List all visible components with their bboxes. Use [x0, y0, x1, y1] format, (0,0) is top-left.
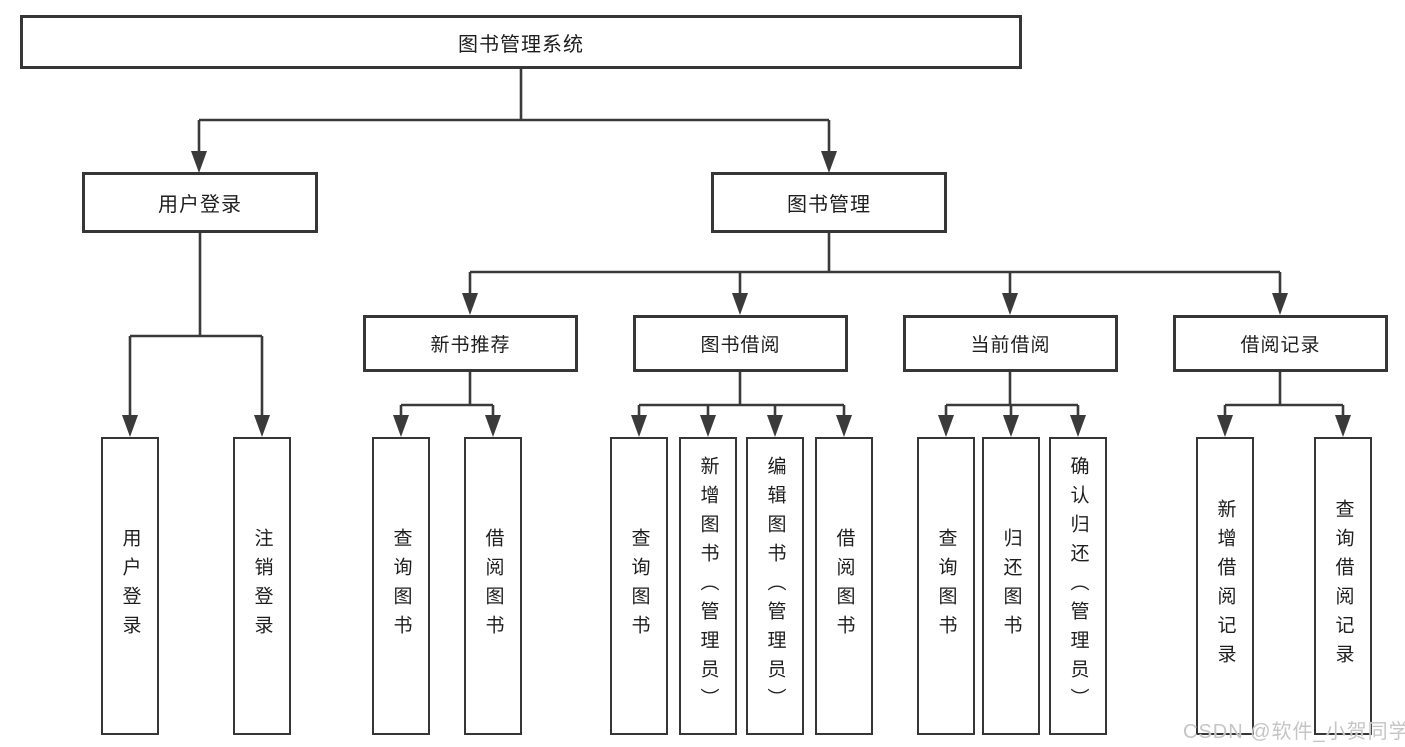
node-label: 借阅记录 [1240, 335, 1321, 356]
node-label: 新书推荐 [430, 335, 511, 356]
node-label: 借阅图书 [482, 528, 504, 644]
node-label: 新增图书（管理员） [697, 455, 719, 717]
node-label: 图书借阅 [700, 335, 781, 356]
leaf-add-borrow-record: 新增借阅记录 [1196, 437, 1254, 735]
node-label: 查询图书 [935, 528, 957, 644]
csdn-watermark: CSDN @软件_小贺同学 [1183, 721, 1405, 743]
leaf-query-books-borrowing: 查询图书 [610, 437, 668, 735]
node-label: 查询图书 [390, 528, 412, 644]
node-current-borrowing: 当前借阅 [903, 315, 1118, 372]
arrowheads [122, 151, 1351, 437]
node-label: 归还图书 [1000, 528, 1022, 644]
leaf-user-login: 用户登录 [101, 437, 159, 735]
node-label: 图书管理系统 [458, 33, 584, 56]
leaf-add-books-admin: 新增图书（管理员） [679, 437, 737, 735]
node-label: 新增借阅记录 [1214, 499, 1236, 673]
leaf-query-borrow-record: 查询借阅记录 [1314, 437, 1372, 735]
node-new-book-recommendation: 新书推荐 [363, 315, 578, 372]
node-label: 当前借阅 [970, 335, 1051, 356]
node-user-login: 用户登录 [82, 172, 318, 233]
leaf-edit-books-admin: 编辑图书（管理员） [746, 437, 804, 735]
leaf-query-books-current: 查询图书 [917, 437, 975, 735]
node-label: 确认归还（管理员） [1067, 455, 1089, 717]
node-library-management-system: 图书管理系统 [20, 15, 1022, 69]
node-book-borrowing: 图书借阅 [633, 315, 848, 372]
node-book-management: 图书管理 [711, 172, 947, 233]
node-borrowing-records: 借阅记录 [1173, 315, 1388, 372]
node-label: 用户登录 [119, 528, 141, 644]
leaf-return-books: 归还图书 [982, 437, 1040, 735]
leaf-logout: 注销登录 [233, 437, 291, 735]
node-label: 用户登录 [158, 194, 242, 216]
node-label: 编辑图书（管理员） [764, 455, 786, 717]
node-label: 注销登录 [251, 528, 273, 644]
leaf-borrow-books-recommend: 借阅图书 [464, 437, 522, 735]
leaf-borrow-books: 借阅图书 [815, 437, 873, 735]
node-label: 图书管理 [787, 194, 871, 216]
node-label: 借阅图书 [833, 528, 855, 644]
leaf-confirm-return-admin: 确认归还（管理员） [1049, 437, 1107, 735]
node-label: 查询图书 [628, 528, 650, 644]
leaf-query-books-recommend: 查询图书 [372, 437, 430, 735]
node-label: 查询借阅记录 [1332, 499, 1354, 673]
